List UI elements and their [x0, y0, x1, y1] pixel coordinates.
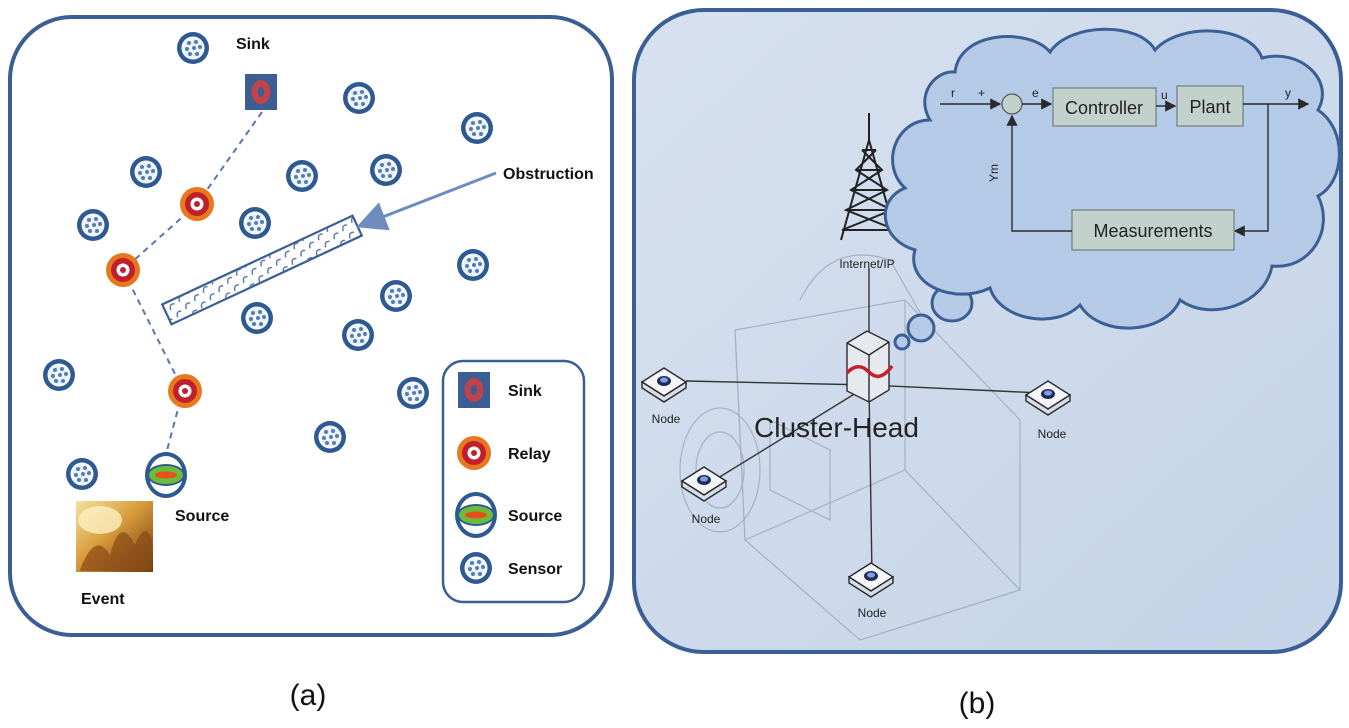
legend-source-label: Source — [508, 508, 562, 525]
legend: Sink Relay Source Sensor — [441, 359, 586, 604]
node-label: Node — [1038, 427, 1067, 441]
sink-label: Sink — [236, 36, 270, 53]
sensor-icon — [461, 112, 493, 144]
sensor-icon — [177, 32, 209, 64]
node-label: Node — [692, 512, 721, 526]
network-links — [685, 268, 1042, 576]
legend-sink-icon — [458, 372, 490, 408]
tower-icon — [840, 113, 898, 241]
signal-u-label: u — [1161, 88, 1168, 102]
relay-icon — [168, 374, 202, 408]
legend-source-icon — [455, 492, 497, 538]
measurements-block — [1071, 209, 1235, 251]
sensor-icon — [457, 249, 489, 281]
panel-b: Internet/IP Cluster-Head Node Node Node … — [632, 8, 1343, 720]
signal-e-label: e — [1032, 86, 1039, 100]
legend-box — [441, 359, 586, 604]
obstruction-arrow — [356, 171, 497, 231]
summing-junction — [1001, 93, 1023, 115]
tower-label: Internet/IP — [839, 257, 894, 271]
sensor-icon — [241, 302, 273, 334]
sensor-node: Node — [681, 466, 727, 526]
plant-label: Plant — [1189, 97, 1230, 117]
sensor-node: Node — [641, 367, 687, 426]
sensor-icon — [66, 458, 98, 490]
signal-y-label: y — [1285, 86, 1291, 100]
sensor-node: Node — [848, 562, 894, 620]
relay-icon — [180, 187, 214, 221]
controller-block — [1052, 87, 1157, 127]
measurements-label: Measurements — [1093, 221, 1212, 241]
legend-sensor-label: Sensor — [508, 561, 562, 578]
sensor-icon — [239, 207, 271, 239]
source-icon — [145, 452, 187, 498]
sink-icon — [245, 74, 277, 110]
caption-a: (a) — [290, 679, 327, 712]
plant-block — [1176, 85, 1244, 127]
sensor-icon — [314, 421, 346, 453]
legend-sink-label: Sink — [508, 383, 542, 400]
cluster-head-label: Cluster-Head — [754, 412, 919, 443]
legend-relay-label: Relay — [508, 446, 551, 463]
sensor-icon — [130, 156, 162, 188]
signal-r-label: r — [951, 86, 955, 100]
legend-relay-icon — [457, 436, 491, 470]
relay-icon — [106, 253, 140, 287]
sensor-icon — [43, 359, 75, 391]
sensor-node: Node — [1025, 380, 1071, 441]
legend-sensor-icon — [460, 552, 492, 584]
controller-label: Controller — [1065, 98, 1143, 118]
control-loop: Controller Plant Measurements r + e u y … — [940, 85, 1310, 251]
event-label: Event — [81, 591, 125, 608]
node-label: Node — [652, 412, 681, 426]
panel-a: Obstruction Sink Sour — [8, 15, 614, 712]
signal-plus-label: + — [978, 86, 985, 100]
sensor-icon — [343, 82, 375, 114]
sensor-icon — [77, 209, 109, 241]
event-image — [76, 501, 153, 572]
cluster-head-icon — [845, 330, 894, 403]
source-label: Source — [175, 508, 229, 525]
sensor-icon — [342, 319, 374, 351]
sensor-icon — [397, 377, 429, 409]
sensor-icon — [380, 280, 412, 312]
signal-ym-label: Ym — [987, 164, 1001, 182]
sensor-icon — [370, 154, 402, 186]
sensor-icon — [286, 160, 318, 192]
obstruction-label: Obstruction — [503, 166, 594, 183]
caption-b: (b) — [959, 687, 996, 720]
background-machine-outline — [679, 254, 1021, 641]
node-label: Node — [858, 606, 887, 620]
